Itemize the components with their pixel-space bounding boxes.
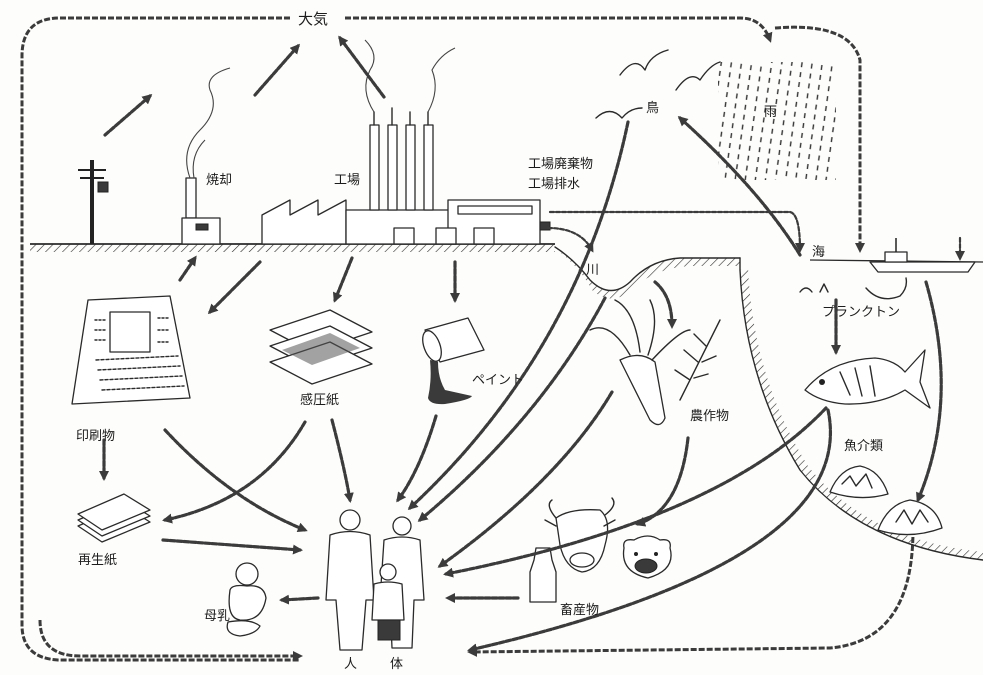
label-breast-milk: 母乳	[204, 609, 230, 624]
cow-icon	[545, 498, 615, 572]
milk-bottle-icon	[530, 548, 556, 602]
incinerator-icon	[182, 68, 230, 244]
label-plankton: プランクトン	[822, 305, 900, 320]
label-incineration: 焼却	[206, 173, 232, 188]
paint-can-icon	[419, 318, 484, 404]
recycled-paper-icon	[78, 494, 150, 542]
label-human-2: 体	[390, 657, 403, 672]
label-river: 川	[586, 263, 599, 278]
label-paint: ペイント	[472, 373, 524, 388]
factory-icon	[262, 40, 550, 244]
plankton-icon	[800, 278, 906, 299]
label-recycled-paper: 再生紙	[78, 553, 117, 568]
label-atmosphere: 大気	[298, 10, 328, 28]
utility-pole-icon	[78, 160, 108, 244]
label-sea: 海	[812, 245, 825, 260]
ship-icon	[870, 238, 975, 272]
label-factory-wastewater: 工場排水	[528, 177, 580, 192]
mother-baby-icon	[227, 563, 266, 636]
label-rain: 雨	[764, 105, 777, 120]
fish-icon	[805, 350, 930, 408]
pressure-paper-icon	[270, 310, 372, 384]
label-factory-waste: 工場廃棄物	[528, 156, 593, 172]
label-fish-shellfish: 魚介類	[844, 439, 883, 454]
label-birds: 鳥	[646, 101, 659, 116]
pig-icon	[624, 536, 672, 578]
label-crops: 農作物	[690, 409, 729, 424]
crops-icon	[590, 300, 720, 425]
rain-icon	[718, 62, 836, 180]
label-human-1: 人	[344, 657, 357, 672]
label-printed-matter: 印刷物	[76, 429, 115, 444]
printed-matter-icon	[72, 296, 190, 404]
label-livestock: 畜産物	[560, 602, 599, 618]
label-factory: 工場	[334, 173, 360, 188]
humans-icon	[326, 510, 424, 650]
label-pressure-paper: 感圧紙	[300, 392, 339, 408]
